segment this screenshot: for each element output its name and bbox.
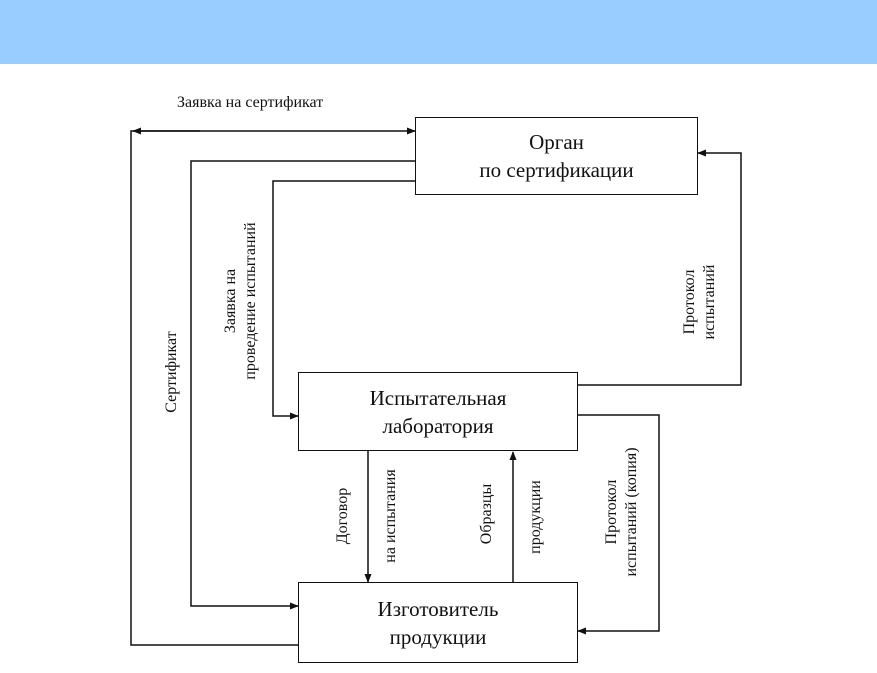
label-test-report: Протокол испытаний: [680, 265, 720, 340]
edge-certificate: [130, 127, 416, 646]
header-bar: [0, 0, 877, 64]
label-test-request: Заявка на проведение испытаний: [221, 222, 261, 379]
label-contract: Договор: [334, 487, 351, 545]
label-report-copy-line1: Протокол: [603, 479, 620, 545]
label-of-product: продукции: [527, 480, 544, 554]
label-samples: Образцы: [478, 483, 495, 545]
node-manufacturer: Изготовитель продукции: [298, 582, 578, 663]
node-certification-body: Орган по сертификации: [415, 117, 698, 195]
label-test-request-line2: проведение испытаний: [242, 222, 259, 380]
label-application-certificate: Заявка на сертификат: [177, 94, 324, 111]
edge-report-copy: [577, 414, 660, 635]
label-certificate: Сертификат: [163, 331, 180, 413]
label-test-report-line2: испытаний: [701, 264, 718, 340]
node-certification-body-line1: Орган: [529, 130, 584, 154]
node-testing-lab-line1: Испытательная: [369, 385, 507, 410]
node-testing-lab-line2: лаборатория: [382, 413, 494, 438]
edge-test-request: [272, 180, 415, 420]
node-certification-body-line2: по сертификации: [479, 158, 634, 182]
edge-organ-to-maker: [190, 160, 415, 610]
node-manufacturer-line2: продукции: [389, 624, 487, 649]
label-report-copy-line2: испытаний (копия): [623, 447, 640, 577]
label-test-report-line1: Протокол: [681, 269, 698, 335]
label-for-testing: на испытания: [382, 469, 399, 563]
edge-test-report: [578, 149, 742, 386]
label-test-request-line1: Заявка на: [222, 268, 239, 334]
node-testing-lab: Испытательная лаборатория: [298, 372, 578, 451]
label-report-copy: Протокол испытаний (копия): [602, 447, 642, 576]
node-manufacturer-line1: Изготовитель: [377, 596, 499, 621]
